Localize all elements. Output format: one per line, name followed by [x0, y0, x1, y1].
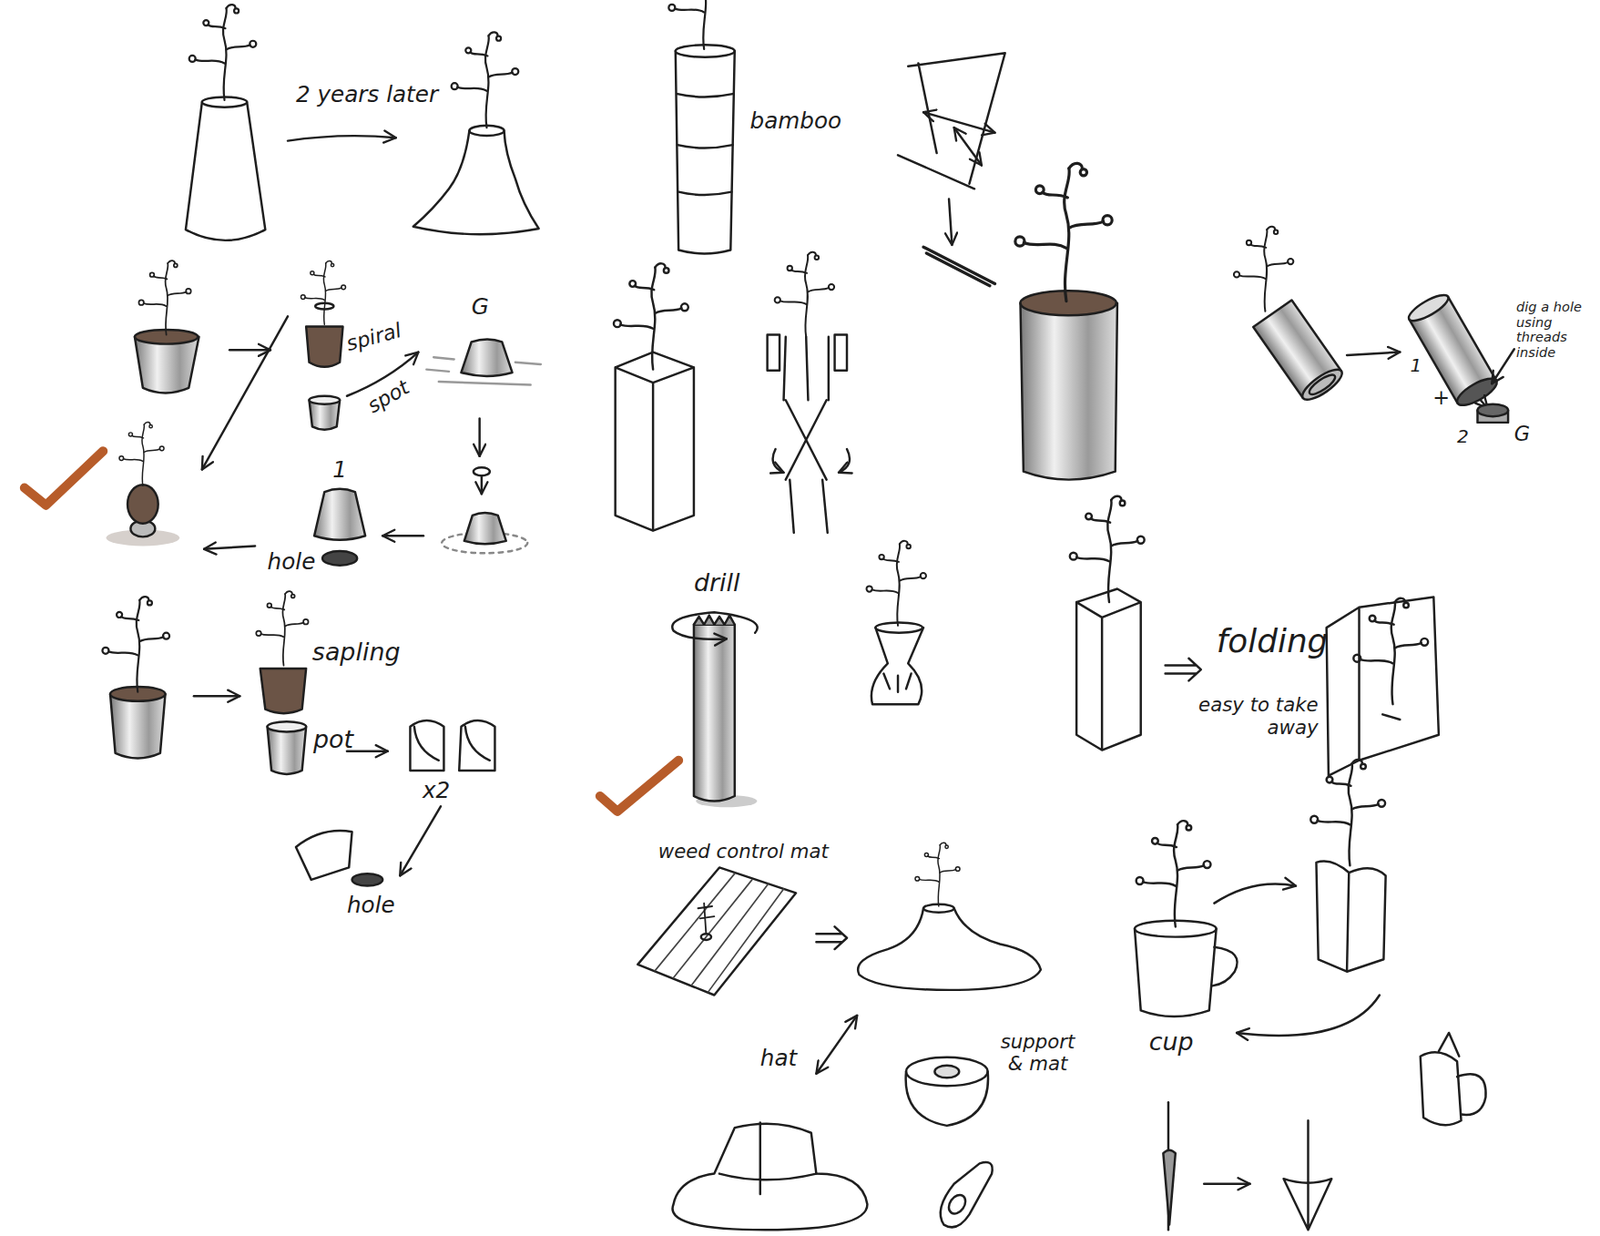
- handwritten-label: dig a hole using threads inside: [1516, 299, 1594, 361]
- handwritten-label: bamboo: [750, 108, 843, 134]
- handwritten-label: folding: [1216, 622, 1329, 661]
- handwritten-label: G: [471, 294, 490, 320]
- handwritten-label: hat: [760, 1044, 797, 1071]
- handwritten-label: spiral: [344, 318, 405, 357]
- handwritten-label: drill: [693, 569, 741, 598]
- handwritten-label: x2: [422, 777, 450, 804]
- handwritten-label: pot: [313, 726, 354, 755]
- handwritten-label: cup: [1149, 1028, 1194, 1057]
- handwritten-label: 1: [1410, 355, 1423, 377]
- handwritten-label: 1: [332, 457, 347, 483]
- handwritten-label: 2 years later: [295, 81, 439, 108]
- handwritten-label: hole: [267, 549, 316, 575]
- handwritten-label: +: [1432, 386, 1450, 410]
- handwritten-label: 2: [1457, 426, 1469, 448]
- handwritten-label: G: [1514, 422, 1530, 447]
- handwritten-label: easy to take away: [1175, 693, 1319, 739]
- handwritten-label: support & mat: [994, 1030, 1081, 1076]
- handwritten-label: spot: [363, 375, 414, 418]
- handwritten-label: sapling: [312, 638, 401, 667]
- handwritten-label: weed control mat: [658, 840, 829, 863]
- handwritten-label: hole: [346, 891, 396, 918]
